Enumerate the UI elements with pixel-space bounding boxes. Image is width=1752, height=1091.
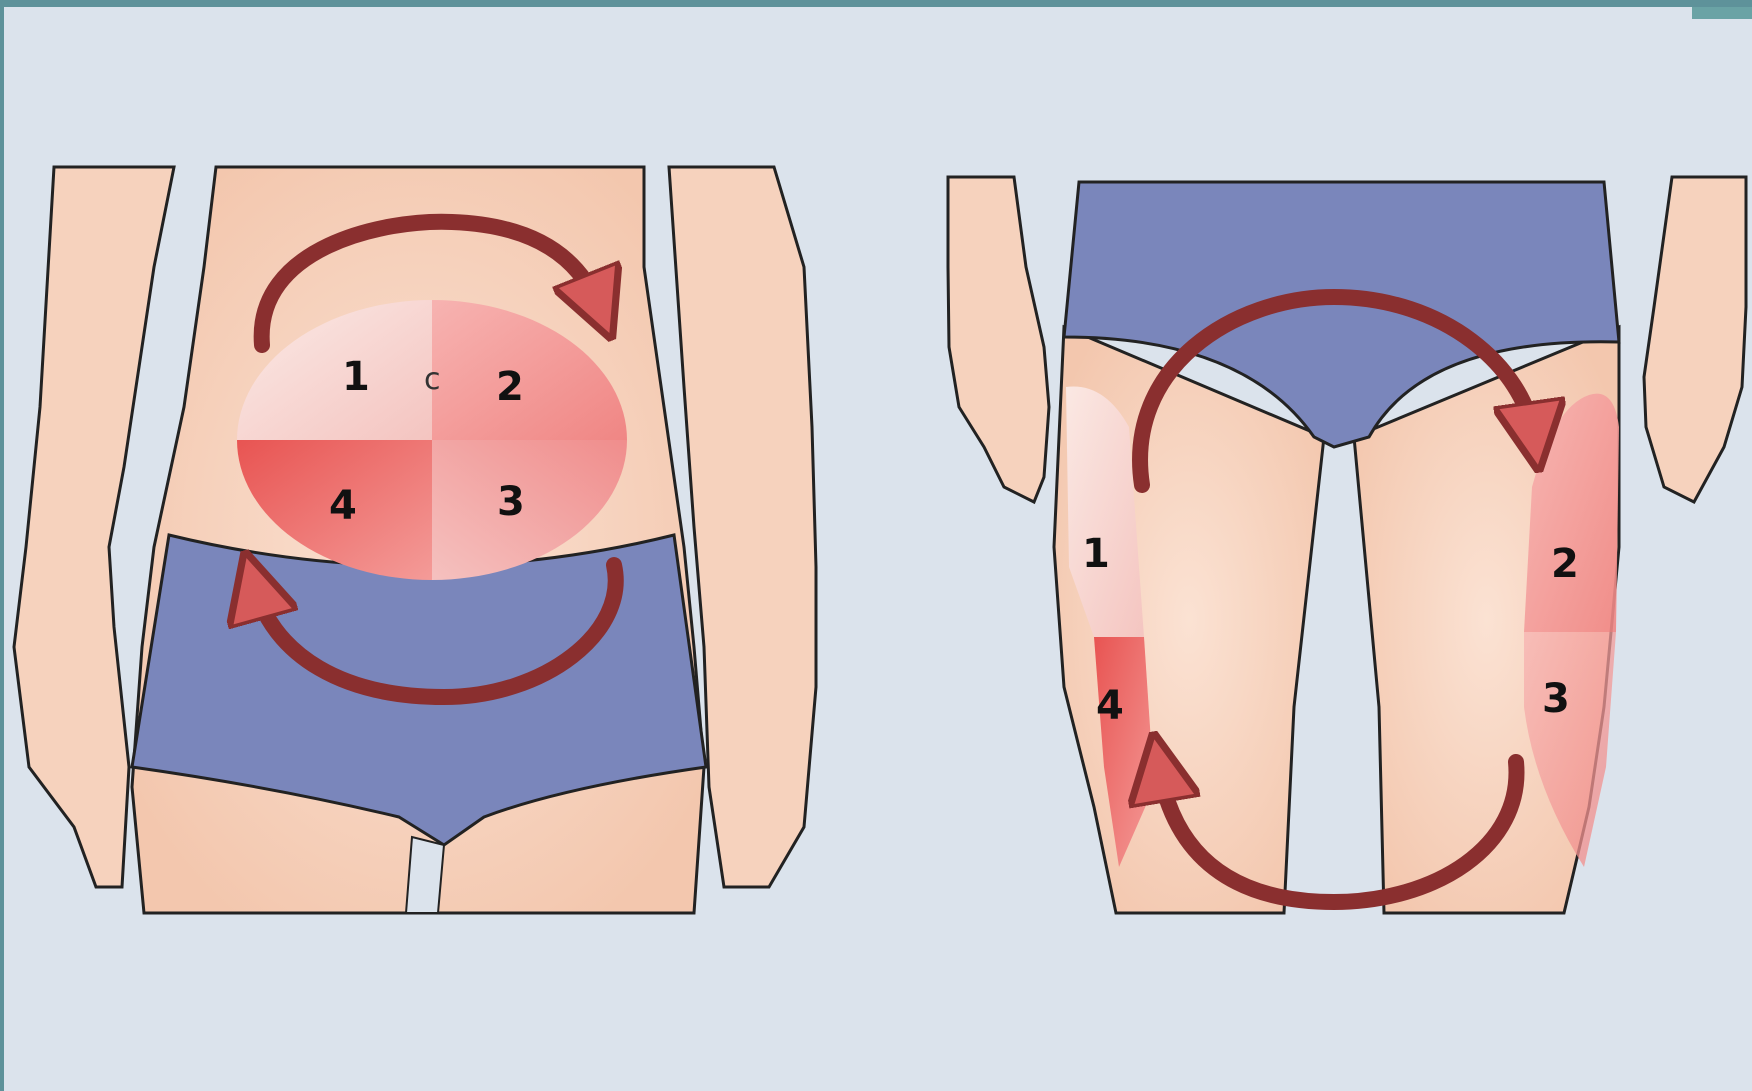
thighs-panel: 1 2 3 4 (948, 177, 1746, 913)
abdomen-zone-map (237, 300, 627, 580)
abdomen-zone-4-label: 4 (329, 483, 357, 529)
abdomen-zone-1-label: 1 (342, 354, 370, 400)
abdomen-zone-3-label: 3 (497, 479, 525, 525)
thighs-zone-4-label: 4 (1096, 683, 1124, 729)
abdomen-zone-2-label: 2 (496, 364, 524, 410)
injection-sites-illustration: 1 2 3 4 c 1 2 3 (4, 7, 1752, 1091)
thighs-zone-3-label: 3 (1542, 676, 1570, 722)
navel-symbol: c (424, 362, 441, 397)
thighs-left-hand (948, 177, 1049, 502)
thighs-zone-1-label: 1 (1082, 531, 1110, 577)
thighs-zone-2-label: 2 (1551, 541, 1579, 587)
thighs-right-hand (1644, 177, 1746, 502)
abdomen-panel: 1 2 3 4 c (14, 167, 816, 913)
abdomen-leg-gap (406, 837, 444, 913)
figure-frame: 1 2 3 4 c 1 2 3 (4, 7, 1752, 1091)
